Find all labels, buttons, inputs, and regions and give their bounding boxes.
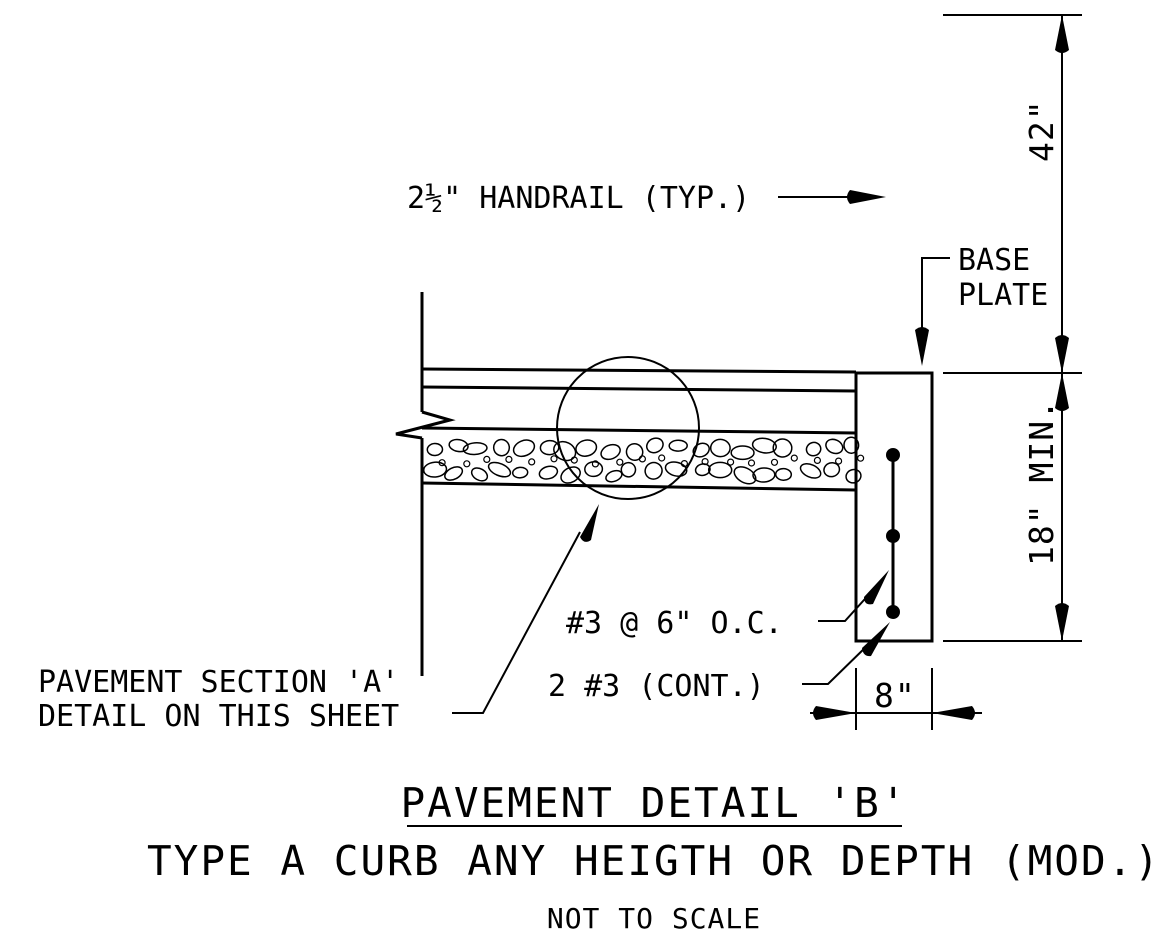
rebar-dot-top — [886, 448, 900, 462]
detail-subtitle: TYPE A CURB ANY HEIGTH OR DEPTH (MOD.) — [147, 837, 1161, 885]
curb-outline — [854, 371, 934, 643]
arrowhead-18-top — [1055, 373, 1069, 411]
aggregate-pebble — [747, 459, 756, 467]
aggregate-pebble — [658, 454, 666, 462]
aggregate-stone — [539, 439, 560, 456]
aggregate-stone — [709, 438, 731, 458]
aggregate-stone — [605, 469, 623, 483]
arrowhead-42-top — [1055, 15, 1069, 53]
aggregate-pebble — [790, 454, 798, 462]
aggregate-stone — [707, 461, 733, 479]
aggregate-stone — [823, 461, 841, 478]
aggregate-pebble — [770, 458, 779, 466]
aggregate-stone — [694, 463, 711, 477]
aggregate-pebble — [726, 458, 735, 466]
dim-42-label: 42" — [1022, 99, 1061, 162]
rebar-spacing-leader — [818, 589, 874, 622]
aggregate-pebble — [528, 458, 536, 466]
aggregate-stone — [584, 461, 604, 478]
detail-title: PAVEMENT DETAIL 'B' — [401, 779, 908, 827]
aggregate-stone — [538, 465, 559, 480]
aggregate-stone — [799, 463, 822, 479]
aggregate-pebble — [680, 460, 689, 468]
arrowhead-42-bottom — [1055, 335, 1069, 373]
aggregate-stone — [845, 468, 862, 484]
aggregate-stone — [664, 461, 688, 477]
aggregate-stone — [575, 439, 598, 457]
aggregate-stone — [600, 443, 621, 461]
aggregate-stone — [487, 461, 512, 478]
slab-layer-line — [421, 385, 857, 393]
aggregate-pebble — [834, 457, 843, 465]
aggregate-pebble — [638, 455, 647, 463]
rebar-spacing-label: #3 @ 6" O.C. — [566, 606, 783, 641]
aggregate-pebble — [463, 460, 471, 468]
aggregate-stone — [644, 461, 663, 480]
aggregate-pebble — [856, 454, 865, 462]
pavement-ref-label-line2: DETAIL ON THIS SHEET — [38, 699, 399, 734]
base-plate-arrowhead — [915, 327, 929, 366]
aggregate-stone — [825, 438, 844, 455]
base-plate-label-line2: PLATE — [958, 278, 1048, 313]
base-plate-label-line1: BASE — [958, 243, 1030, 278]
handrail-label: 2½" HANDRAIL (TYP.) — [407, 181, 750, 216]
aggregate-stone — [470, 467, 489, 482]
base-top-line — [421, 426, 857, 435]
aggregate-stone — [668, 439, 688, 452]
aggregate-stone — [805, 441, 822, 457]
rebar-dot-bottom — [886, 605, 900, 619]
aggregate-stone — [560, 466, 581, 484]
aggregate-pebble — [591, 460, 600, 468]
rebar-cont-arrowhead — [862, 622, 890, 657]
aggregate-stone — [553, 440, 577, 462]
aggregate-pebble — [483, 455, 491, 463]
pavement-ref-arrowhead — [580, 504, 599, 542]
aggregate-stone — [512, 439, 536, 458]
aggregate-pebble — [813, 456, 822, 464]
rebar-cont-leader — [802, 641, 872, 685]
aggregate-pebble — [505, 455, 513, 463]
aggregate-pebble — [616, 458, 624, 466]
rebar-cont-label: 2 #3 (CONT.) — [548, 669, 765, 704]
scale-note: NOT TO SCALE — [547, 902, 761, 935]
rebar-spacing-arrowhead — [864, 570, 889, 605]
aggregate-stone — [492, 438, 511, 457]
aggregate-stone — [730, 445, 755, 461]
aggregate-stone — [733, 466, 757, 485]
aggregate-stone — [448, 438, 469, 453]
aggregate-stone — [751, 437, 777, 454]
base-plate-leader — [921, 257, 950, 330]
dim-8-label: 8" — [874, 676, 916, 715]
arrowhead-8-right — [932, 706, 975, 720]
aggregate-stone — [843, 436, 860, 454]
aggregate-pebble — [550, 455, 558, 463]
aggregate-stone — [625, 442, 644, 462]
arrowhead-18-bottom — [1055, 603, 1069, 641]
dim-18-min-label: 18" MIN. — [1022, 399, 1061, 566]
base-bottom-line — [421, 481, 857, 492]
aggregate-stone — [422, 461, 448, 478]
aggregate-stone — [752, 467, 776, 483]
pavement-ref-leader — [452, 531, 581, 714]
arrowhead-8-left — [813, 706, 856, 720]
aggregate-stone — [620, 461, 637, 478]
pavement-ref-label-line1: PAVEMENT SECTION 'A' — [38, 665, 399, 700]
slab-top-line — [421, 367, 857, 374]
aggregate-pebble — [701, 458, 709, 466]
aggregate-stone — [646, 437, 664, 454]
break-symbol — [395, 410, 456, 440]
aggregate-pebble — [570, 456, 578, 464]
handrail-arrowhead — [847, 190, 886, 204]
aggregate-stone — [426, 442, 444, 457]
aggregate-stone — [772, 438, 793, 458]
aggregate-stone — [774, 467, 793, 481]
aggregate-stone — [444, 466, 464, 481]
aggregate-fill-pattern — [422, 436, 865, 485]
aggregate-pebble — [438, 459, 446, 467]
detail-callout-circle — [556, 356, 700, 500]
rebar-dot-middle — [886, 529, 900, 543]
aggregate-stone — [511, 466, 529, 479]
aggregate-stone — [462, 441, 488, 456]
